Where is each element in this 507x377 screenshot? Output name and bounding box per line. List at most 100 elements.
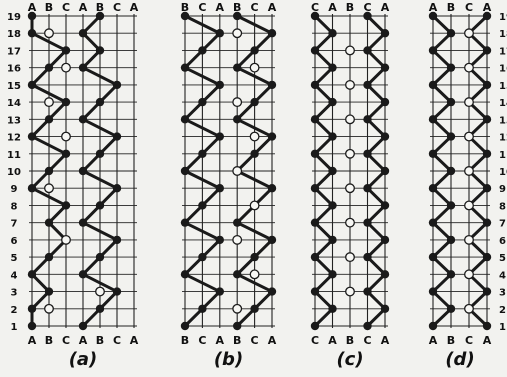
row-number: 19 bbox=[7, 12, 21, 23]
filled-atom bbox=[328, 235, 337, 245]
top-column-letter: A bbox=[429, 1, 438, 14]
filled-atom bbox=[250, 46, 259, 55]
top-column-letter: A bbox=[268, 1, 277, 14]
bottom-column-letter: B bbox=[96, 334, 104, 347]
row-number: 1 bbox=[499, 322, 506, 333]
filled-atom bbox=[428, 115, 438, 124]
bottom-column-letter: B bbox=[181, 334, 189, 347]
filled-atom bbox=[180, 166, 190, 176]
top-column-letter: B bbox=[233, 1, 241, 14]
filled-atom bbox=[267, 132, 277, 141]
panel-d: ABCAABCA19181716151413121110987654321(d) bbox=[429, 1, 507, 370]
open-atom bbox=[345, 183, 355, 194]
filled-atom bbox=[267, 184, 277, 193]
filled-atom bbox=[328, 97, 337, 107]
bottom-column-letter: B bbox=[447, 334, 455, 347]
open-atom bbox=[345, 79, 355, 90]
open-atom bbox=[232, 234, 243, 245]
filled-atom bbox=[250, 252, 259, 262]
row-number: 5 bbox=[499, 253, 506, 264]
filled-atom bbox=[78, 270, 88, 279]
filled-atom bbox=[363, 321, 372, 331]
filled-atom bbox=[198, 97, 207, 107]
open-atom bbox=[232, 97, 243, 108]
filled-atom bbox=[446, 132, 456, 141]
filled-atom bbox=[380, 132, 390, 141]
filled-atom bbox=[380, 235, 390, 245]
filled-atom bbox=[310, 218, 320, 227]
row-number: 3 bbox=[499, 288, 506, 299]
bottom-column-letter: C bbox=[363, 334, 371, 347]
filled-atom bbox=[233, 115, 242, 124]
row-number: 3 bbox=[11, 288, 18, 299]
open-atom bbox=[345, 217, 355, 228]
bottom-column-letter: C bbox=[311, 334, 319, 347]
filled-atom bbox=[233, 11, 242, 21]
bottom-column-letter: C bbox=[198, 334, 206, 347]
filled-atom bbox=[198, 304, 207, 313]
filled-atom bbox=[310, 46, 320, 55]
bottom-column-letter: B bbox=[45, 334, 53, 347]
filled-atom bbox=[112, 287, 122, 296]
row-number: 18 bbox=[7, 29, 21, 40]
filled-atom bbox=[363, 252, 372, 262]
filled-atom bbox=[250, 97, 259, 107]
top-column-letter: B bbox=[447, 1, 455, 14]
top-column-letter: C bbox=[251, 1, 259, 14]
filled-atom bbox=[380, 201, 390, 210]
filled-atom bbox=[61, 149, 71, 158]
filled-atom bbox=[215, 29, 224, 38]
row-number: 15 bbox=[499, 81, 507, 92]
bottom-column-letter: A bbox=[28, 334, 37, 347]
row-number: 17 bbox=[7, 46, 21, 57]
open-atom bbox=[345, 148, 355, 159]
open-atom bbox=[61, 131, 71, 142]
filled-atom bbox=[482, 218, 492, 227]
filled-atom bbox=[27, 80, 37, 90]
row-number: 14 bbox=[7, 98, 21, 109]
filled-atom bbox=[112, 80, 122, 90]
row-number: 9 bbox=[11, 184, 18, 195]
filled-atom bbox=[78, 218, 88, 227]
filled-atom bbox=[27, 270, 37, 279]
panel-caption: (a) bbox=[69, 349, 98, 370]
filled-atom bbox=[380, 97, 390, 107]
filled-atom bbox=[27, 304, 37, 313]
filled-atom bbox=[95, 46, 105, 55]
filled-atom bbox=[215, 287, 224, 296]
filled-atom bbox=[363, 149, 372, 158]
filled-atom bbox=[363, 80, 372, 90]
top-column-letter: A bbox=[328, 1, 337, 14]
open-atom bbox=[464, 28, 474, 39]
open-atom bbox=[61, 62, 71, 73]
top-column-letter: A bbox=[381, 1, 390, 14]
open-atom bbox=[345, 114, 355, 125]
row-number: 10 bbox=[499, 167, 507, 178]
row-number: 1 bbox=[11, 322, 18, 333]
bottom-column-letter: A bbox=[483, 334, 492, 347]
filled-atom bbox=[95, 97, 105, 107]
filled-atom bbox=[27, 321, 37, 331]
filled-atom bbox=[95, 11, 105, 21]
filled-atom bbox=[428, 80, 438, 90]
open-atom bbox=[61, 234, 71, 245]
bottom-column-letter: A bbox=[328, 334, 337, 347]
filled-atom bbox=[446, 63, 456, 72]
open-atom bbox=[464, 200, 474, 211]
bottom-column-letter: C bbox=[62, 334, 70, 347]
filled-atom bbox=[95, 304, 105, 313]
filled-atom bbox=[482, 80, 492, 90]
bottom-column-letter: C bbox=[465, 334, 473, 347]
open-atom bbox=[249, 269, 260, 280]
bottom-column-letter: A bbox=[268, 334, 277, 347]
row-number: 17 bbox=[499, 46, 507, 57]
filled-atom bbox=[380, 63, 390, 72]
bottom-column-letter: A bbox=[130, 334, 139, 347]
filled-atom bbox=[328, 29, 337, 38]
filled-atom bbox=[446, 166, 456, 176]
filled-atom bbox=[380, 166, 390, 176]
open-atom bbox=[249, 200, 260, 211]
panel-caption: (c) bbox=[336, 349, 363, 370]
filled-atom bbox=[95, 252, 105, 262]
